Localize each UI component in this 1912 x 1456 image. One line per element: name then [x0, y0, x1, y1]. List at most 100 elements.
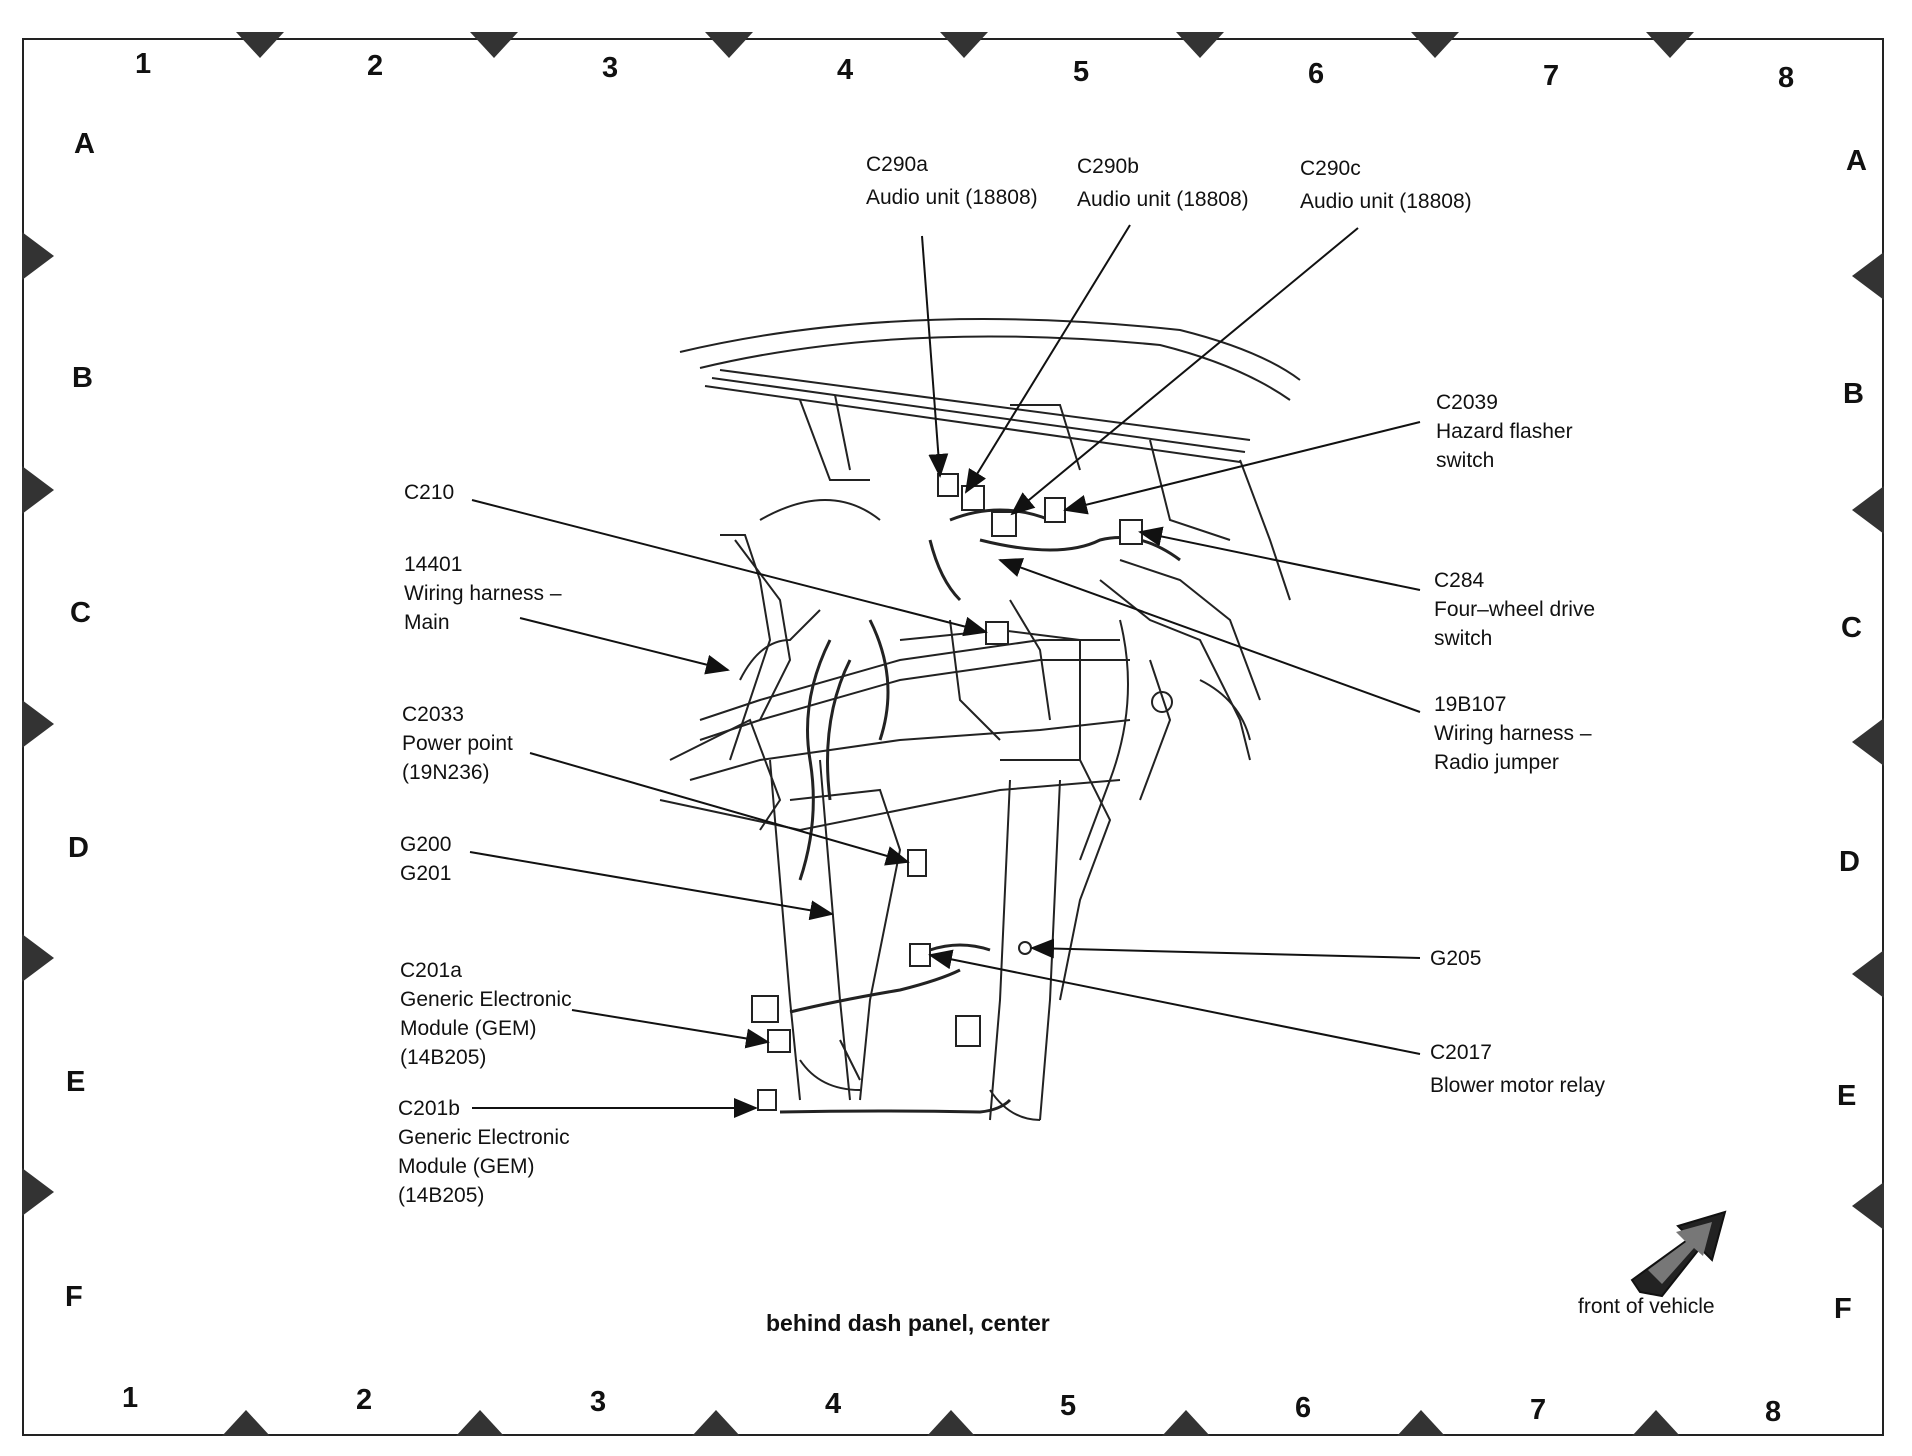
connector-c290c: [991, 511, 1017, 537]
callout-c290c: C290c Audio unit (18808): [1300, 154, 1472, 216]
leader-c284: [1138, 526, 1421, 591]
callout-c290b: C290b Audio unit (18808): [1077, 152, 1249, 214]
leader-g205: [1030, 938, 1421, 959]
grid-row-left-e: E: [66, 1066, 86, 1098]
grid-col-top-5: 5: [1073, 56, 1090, 88]
callout-line: (19N236): [402, 761, 490, 784]
callout-line: Radio jumper: [1434, 751, 1559, 774]
callout-c290a: C290a Audio unit (18808): [866, 150, 1038, 212]
callout-c210: C210: [404, 478, 454, 507]
callout-19b107: 19B107 Wiring harness – Radio jumper: [1434, 690, 1592, 777]
callout-id: C210: [404, 481, 455, 504]
grid-marker: [1632, 1410, 1680, 1436]
callout-id: C201a: [400, 959, 462, 982]
leader-14401: [519, 617, 730, 675]
callout-id: G201: [400, 862, 452, 885]
leader-g200: [469, 851, 834, 921]
grid-marker: [22, 232, 54, 280]
grid-marker: [222, 1410, 270, 1436]
callout-id: C284: [1434, 569, 1485, 592]
leader-c210: [471, 499, 988, 637]
grid-marker: [1852, 486, 1884, 534]
connector-block: [955, 1015, 981, 1047]
grid-marker: [692, 1410, 740, 1436]
leader-c290c: [1010, 227, 1359, 516]
callout-14401: 14401 Wiring harness – Main: [404, 550, 562, 637]
grid-col-bottom-6: 6: [1295, 1392, 1312, 1424]
grid-row-left-b: B: [72, 362, 93, 394]
grid-marker: [456, 1410, 504, 1436]
leader-c2039: [1063, 421, 1421, 515]
callout-c201b: C201b Generic Electronic Module (GEM) (1…: [398, 1094, 570, 1210]
callout-g205: G205: [1430, 944, 1481, 973]
grid-row-left-a: A: [74, 128, 95, 160]
callout-line: Wiring harness –: [404, 582, 562, 605]
grid-marker: [1852, 950, 1884, 998]
grid-marker: [22, 700, 54, 748]
callout-id: C290b: [1077, 155, 1139, 178]
callout-id: C290c: [1300, 157, 1361, 180]
callout-id: G205: [1430, 947, 1482, 970]
leader-c2033: [529, 752, 910, 866]
callout-line: Hazard flasher: [1436, 420, 1573, 443]
grid-marker: [940, 32, 988, 58]
grid-col-top-7: 7: [1543, 60, 1560, 92]
callout-id: C2033: [402, 703, 464, 726]
callout-line: Generic Electronic: [400, 988, 572, 1011]
grid-row-left-c: C: [70, 597, 91, 629]
callout-id: 19B107: [1434, 693, 1507, 716]
grid-marker: [22, 1168, 54, 1216]
leader-c290b: [964, 224, 1131, 494]
grid-marker: [1411, 32, 1459, 58]
grid-marker: [705, 32, 753, 58]
grid-row-right-c: C: [1841, 612, 1862, 644]
leader-c201a: [571, 1009, 770, 1049]
callout-id: 14401: [404, 553, 463, 576]
grid-col-bottom-1: 1: [122, 1382, 139, 1414]
grid-col-top-1: 1: [135, 48, 152, 80]
grid-marker: [1852, 252, 1884, 300]
grid-col-bottom-4: 4: [825, 1388, 842, 1420]
grid-marker: [1397, 1410, 1445, 1436]
callout-c201a: C201a Generic Electronic Module (GEM) (1…: [400, 956, 572, 1072]
grid-marker: [22, 466, 54, 514]
callout-g200-g201: G200 G201: [400, 830, 451, 888]
grid-col-top-2: 2: [367, 50, 384, 82]
callout-line: (14B205): [398, 1184, 485, 1207]
callout-line: Main: [404, 611, 450, 634]
callout-desc: Audio unit (18808): [1077, 188, 1249, 211]
callout-desc: Blower motor relay: [1430, 1074, 1606, 1097]
grid-col-bottom-5: 5: [1060, 1390, 1077, 1422]
grid-col-top-8: 8: [1778, 62, 1795, 94]
grid-col-bottom-8: 8: [1765, 1396, 1782, 1428]
grid-col-bottom-2: 2: [356, 1384, 373, 1416]
grid-row-left-f: F: [65, 1281, 83, 1313]
callout-line: switch: [1436, 449, 1495, 472]
grid-marker: [927, 1410, 975, 1436]
grid-marker: [1852, 718, 1884, 766]
callout-c2039: C2039 Hazard flasher switch: [1436, 388, 1573, 475]
grid-row-right-a: A: [1846, 145, 1867, 177]
leader-c290a: [921, 235, 949, 478]
callout-id: G200: [400, 833, 452, 856]
grid-col-top-6: 6: [1308, 58, 1325, 90]
grid-col-bottom-3: 3: [590, 1386, 607, 1418]
callout-id: C201b: [398, 1097, 460, 1120]
callout-desc: Audio unit (18808): [1300, 190, 1472, 213]
connector-block: [751, 995, 779, 1023]
callout-c2033: C2033 Power point (19N236): [402, 700, 513, 787]
grid-row-left-d: D: [68, 832, 89, 864]
callout-line: (14B205): [400, 1046, 487, 1069]
callout-c284: C284 Four–wheel drive switch: [1434, 566, 1595, 653]
grid-row-right-d: D: [1839, 846, 1860, 878]
grid-row-right-f: F: [1834, 1293, 1852, 1325]
front-arrow-icon: [1630, 1210, 1727, 1298]
callout-id: C2017: [1430, 1041, 1492, 1064]
callout-line: switch: [1434, 627, 1493, 650]
leader-19b107: [998, 558, 1421, 713]
connector-c201b: [757, 1089, 777, 1111]
grid-row-right-e: E: [1837, 1080, 1857, 1112]
